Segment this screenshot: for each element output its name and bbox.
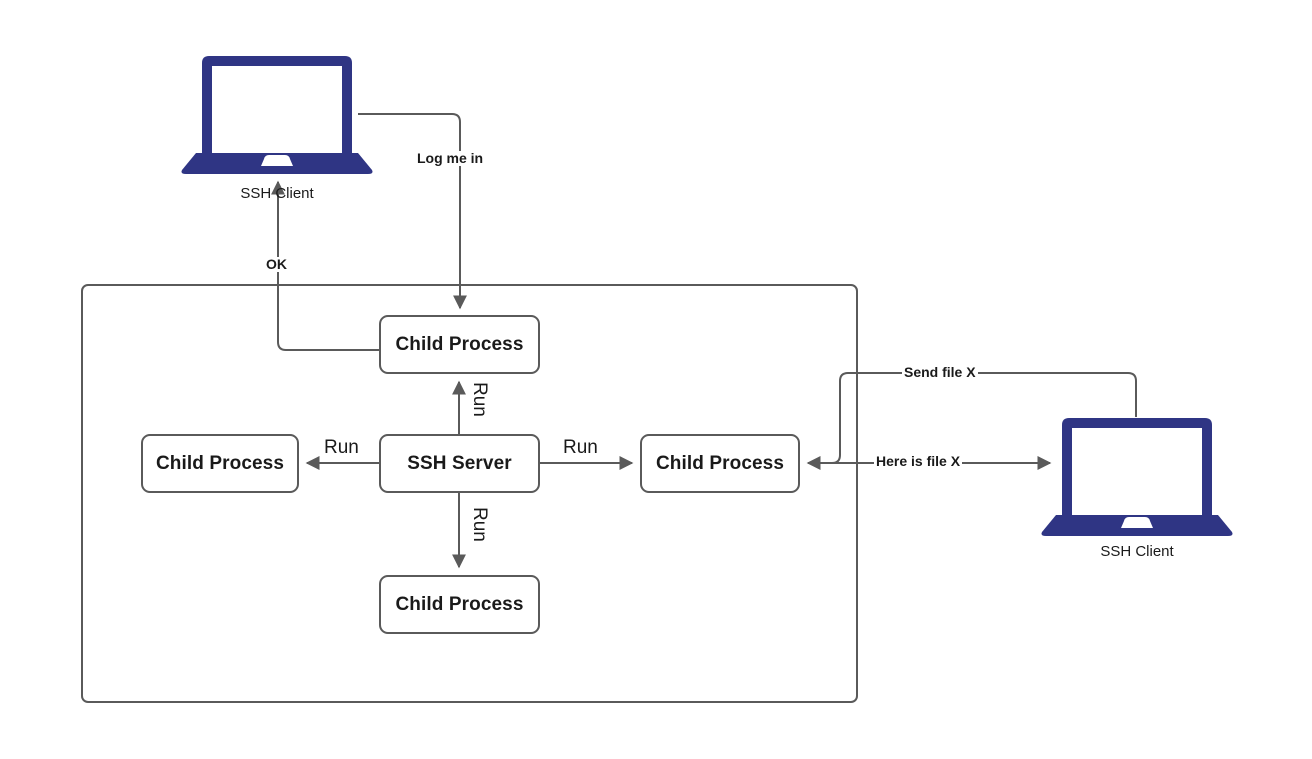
laptop-icon xyxy=(181,56,373,174)
ssh-client-top-label: SSH Client xyxy=(240,185,314,202)
node-label: Child Process xyxy=(155,452,284,474)
edge-label-ok: OK xyxy=(264,256,289,273)
ssh-client-top-laptop[interactable] xyxy=(180,55,374,177)
node-label: Child Process xyxy=(655,452,784,474)
node-ssh-server[interactable]: SSH Server xyxy=(379,434,540,493)
ssh-client-right-laptop[interactable] xyxy=(1040,417,1234,539)
node-child-process-right[interactable]: Child Process xyxy=(640,434,800,493)
node-label: SSH Server xyxy=(407,452,512,474)
edge-label-send-file-x: Send file X xyxy=(902,364,978,381)
edge-label-here-is-file-x: Here is file X xyxy=(874,453,963,470)
edge-label-run-left: Run xyxy=(322,437,361,459)
node-label: Child Process xyxy=(395,593,524,615)
node-child-process-left[interactable]: Child Process xyxy=(141,434,299,493)
server-host-boundary xyxy=(81,284,858,703)
laptop-icon xyxy=(1041,418,1233,536)
edge-label-run-right: Run xyxy=(561,437,600,459)
node-child-process-bottom[interactable]: Child Process xyxy=(379,575,540,634)
edge-label-run-up: Run xyxy=(468,382,490,417)
edge-label-run-down: Run xyxy=(468,507,490,542)
node-label: Child Process xyxy=(395,333,524,355)
node-child-process-top[interactable]: Child Process xyxy=(379,315,540,374)
ssh-client-right-label: SSH Client xyxy=(1100,543,1174,560)
edge-label-log-me-in: Log me in xyxy=(415,150,486,167)
